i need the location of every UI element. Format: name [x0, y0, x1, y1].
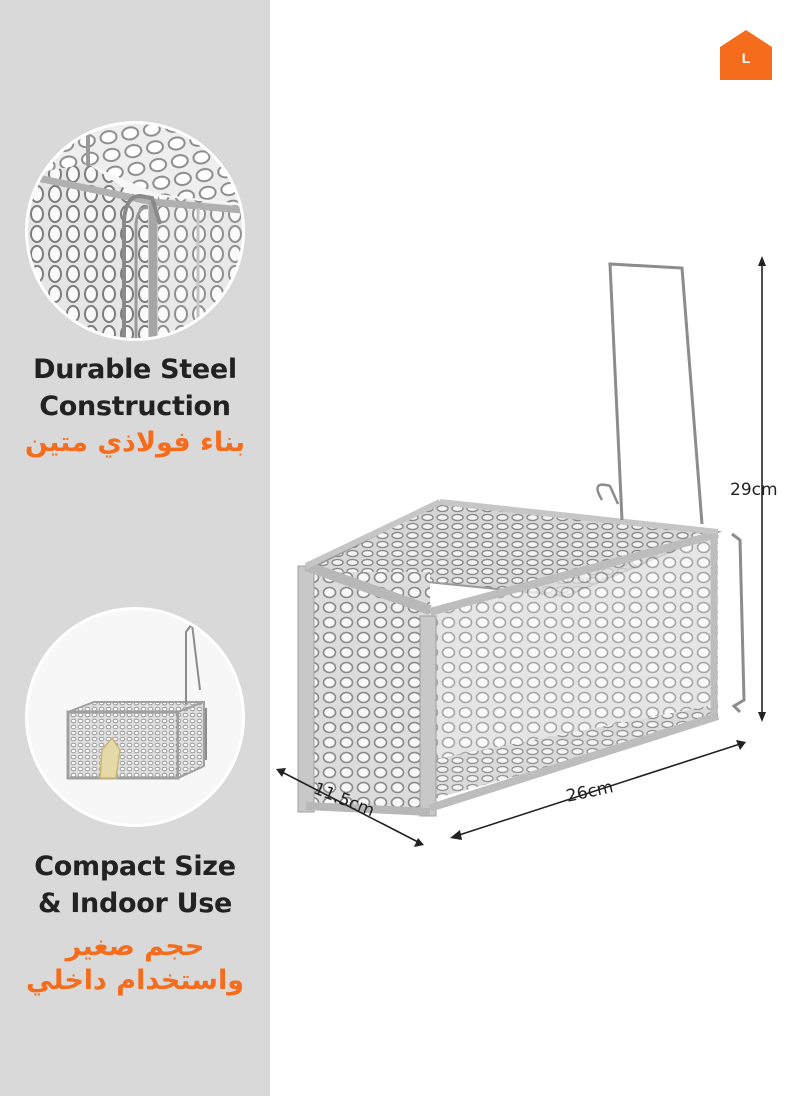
feature-arabic-line: حجم صغير — [65, 931, 205, 962]
feature-title-line: Compact Size — [34, 851, 236, 882]
cage-front-panel — [306, 572, 430, 810]
cage-thumbnail-icon — [66, 621, 207, 780]
cage-floor — [430, 704, 718, 800]
dimension-height-label: 29cm — [730, 480, 778, 500]
feature-sidebar: Durable Steel Construction بناء فولاذي م… — [0, 0, 270, 1096]
feature-arabic-compact: حجم صغير واستخدام داخلي — [0, 930, 270, 998]
feature-title-line: & Indoor Use — [37, 888, 233, 919]
size-badge: L — [720, 30, 772, 80]
cage-corner-closeup-icon — [28, 124, 242, 338]
product-cage-illustration — [276, 256, 766, 847]
feature-title-line: Durable Steel — [33, 354, 237, 385]
feature-arabic-line: واستخدام داخلي — [25, 965, 245, 996]
cage-side-panel — [426, 532, 718, 760]
size-badge-label: L — [741, 50, 751, 66]
feature-title-line: Construction — [39, 391, 231, 422]
feature-closeup-image — [28, 124, 242, 338]
house-shape-icon — [720, 30, 772, 80]
feature-arabic-line: بناء فولاذي متين — [24, 427, 246, 458]
feature-title-durable: Durable Steel Construction — [0, 351, 270, 425]
cage-handle — [608, 262, 704, 525]
feature-title-compact: Compact Size & Indoor Use — [0, 848, 270, 922]
feature-arabic-durable: بناء فولاذي متين — [0, 426, 270, 460]
feature-compact-image — [28, 610, 242, 824]
